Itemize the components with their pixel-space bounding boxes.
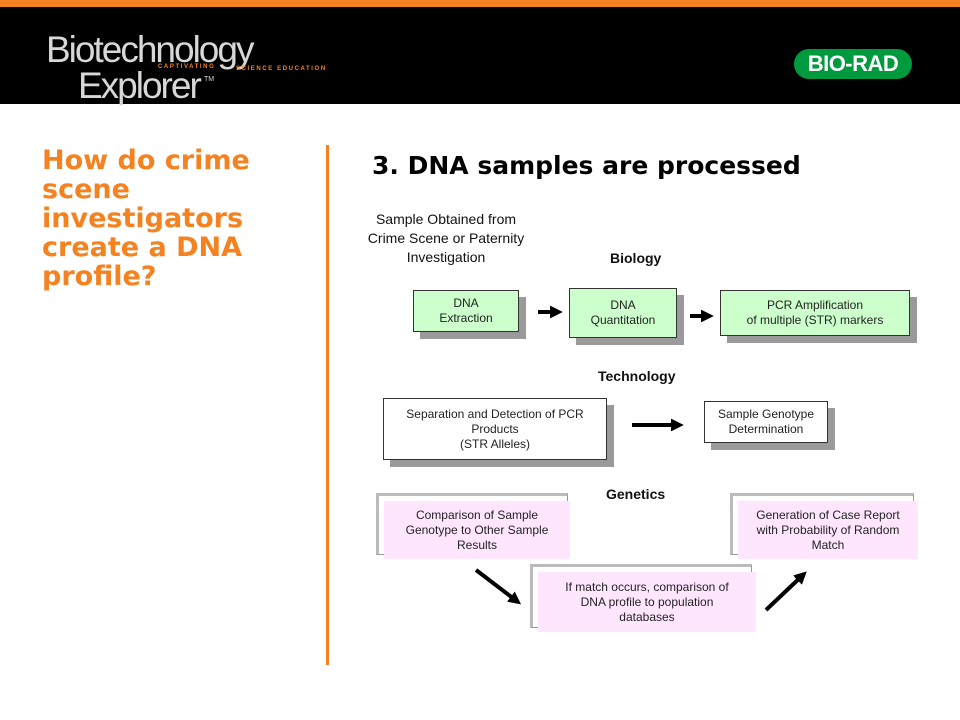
case-report-text: Generation of Case Report with Probabili… (756, 507, 900, 552)
accent-strip (0, 0, 960, 7)
technology-label: Technology (598, 368, 676, 384)
dna-quantitation-text: DNA Quantitation (590, 298, 656, 327)
separation-detection-text: Separation and Detection of PCR Products… (406, 406, 584, 451)
down-right-arrow-icon (474, 568, 522, 605)
up-right-arrow-icon (764, 571, 807, 612)
logo-tagline-left: CAPTIVATING (158, 64, 216, 70)
sample-genotype-box: Sample Genotype Determination (704, 401, 828, 443)
match-database-text: If match occurs, comparison of DNA profi… (565, 579, 729, 624)
comparison-box: Comparison of Sample Genotype to Other S… (384, 501, 570, 559)
pcr-amplification-box: PCR Amplification of multiple (STR) mark… (720, 290, 910, 336)
logo-trademark: TM (204, 76, 215, 83)
question-heading: How do crime scene investigators create … (42, 145, 250, 292)
case-report-box: Generation of Case Report with Probabili… (738, 501, 918, 559)
logo-tagline-right: SCIENCE EDUCATION (236, 66, 327, 72)
bio-rad-logo: BIO-RAD (794, 49, 912, 79)
slide-title: 3. DNA samples are processed (372, 151, 801, 180)
biology-label: Biology (610, 250, 662, 266)
comparison-text: Comparison of Sample Genotype to Other S… (405, 507, 549, 552)
header-banner: Biotechnology Explorer TM CAPTIVATING SC… (0, 7, 960, 106)
vertical-divider (326, 145, 329, 665)
genetics-label: Genetics (606, 486, 666, 502)
pcr-amplification-text: PCR Amplification of multiple (STR) mark… (746, 298, 884, 327)
sample-genotype-text: Sample Genotype Determination (717, 407, 815, 436)
logo-line2: Explorer (78, 65, 202, 106)
dna-quantitation-box: DNA Quantitation (569, 288, 677, 338)
separation-detection-box: Separation and Detection of PCR Products… (383, 398, 607, 460)
match-database-box: If match occurs, comparison of DNA profi… (538, 572, 756, 632)
dna-extraction-text: DNA Extraction (439, 296, 493, 325)
logo-line1: Biotechnology (46, 29, 254, 70)
sample-source-label: Sample Obtained from Crime Scene or Pate… (367, 211, 525, 265)
dna-extraction-box: DNA Extraction (413, 290, 519, 332)
